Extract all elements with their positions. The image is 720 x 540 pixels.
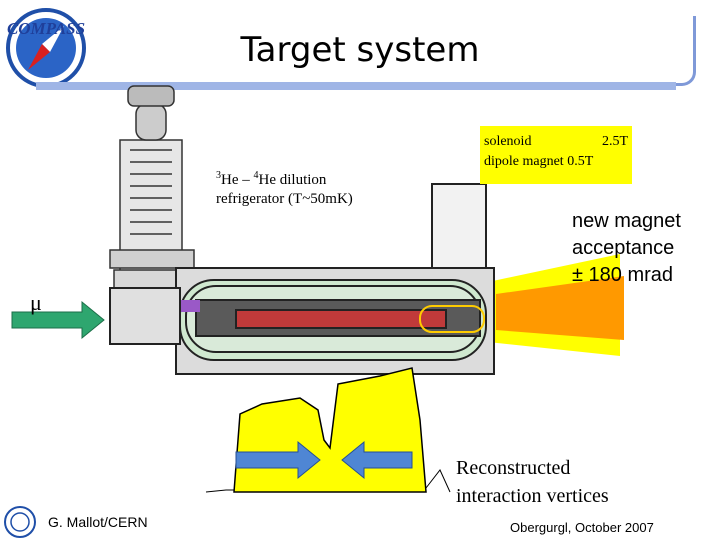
- acceptance-cone-inner: [496, 276, 624, 340]
- solenoid-label: solenoid: [484, 134, 532, 149]
- vertices-label: Reconstructed interaction vertices: [456, 457, 609, 507]
- vertex-distribution: [205, 367, 451, 493]
- footer-event: Obergurgl, October 2007: [510, 520, 654, 535]
- cern-logo: [4, 506, 36, 538]
- dipole-label: dipole magnet 0.5T: [484, 154, 594, 169]
- footer-author: G. Mallot/CERN: [48, 514, 148, 530]
- beam-label: μ: [30, 290, 42, 315]
- vertex-arrow-left: [341, 440, 413, 480]
- dilution-refrigerator: [109, 85, 195, 291]
- cryostat-body: [109, 183, 495, 375]
- vertex-arrow-right: [235, 440, 321, 480]
- acceptance-label: new magnet acceptance ± 180 mrad: [572, 210, 681, 286]
- compass-logo: COMPASS: [6, 8, 86, 88]
- slide-title: Target system: [240, 30, 480, 70]
- magnet-specs-box: solenoid 2.5T dipole magnet 0.5T: [480, 126, 632, 184]
- title-bar: [36, 16, 696, 90]
- refrigerator-label: 3He – 4He dilution refrigerator (T~50mK): [216, 170, 353, 207]
- solenoid-value: 2.5T: [601, 134, 628, 149]
- beam-arrow: [11, 300, 105, 340]
